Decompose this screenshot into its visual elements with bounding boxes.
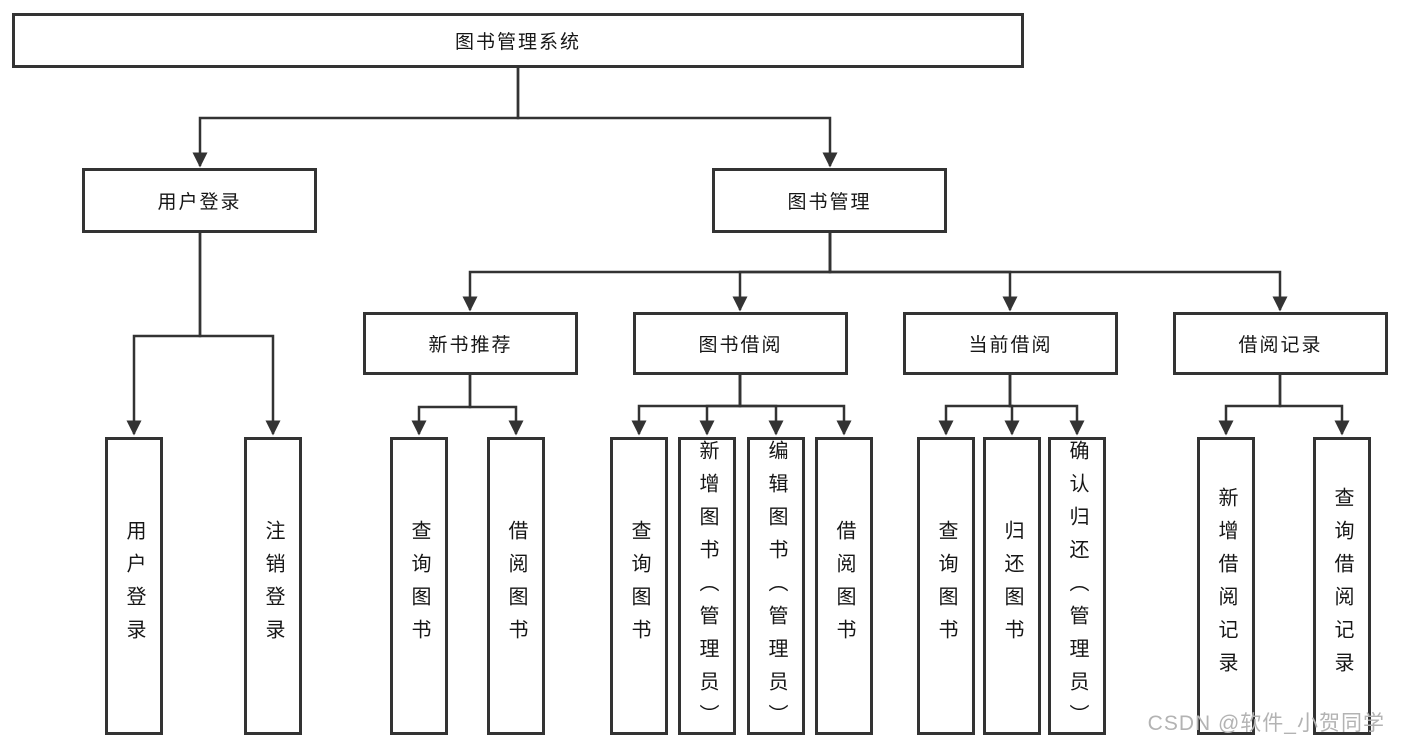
leaf-borrow-borrow: 借阅图书 xyxy=(815,437,873,735)
leaf-borrow-add: 新增图书（管理员） xyxy=(678,437,736,737)
leaf-current-return: 归还图书 xyxy=(983,437,1041,735)
leaf-borrow-query: 查询图书 xyxy=(610,437,668,735)
leaf-current-confirm-return: 确认归还（管理员） xyxy=(1048,437,1106,737)
leaf-newbooks-query-label: 查询图书 xyxy=(408,520,430,652)
leaf-records-add: 新增借阅记录 xyxy=(1197,437,1255,735)
leaf-newbooks-borrow-label: 借阅图书 xyxy=(505,520,527,652)
leaf-current-query: 查询图书 xyxy=(917,437,975,735)
node-book-management: 图书管理 xyxy=(712,168,947,233)
node-borrow-records: 借阅记录 xyxy=(1173,312,1388,375)
leaf-borrow-edit: 编辑图书（管理员） xyxy=(747,437,805,737)
leaf-borrow-add-label: 新增图书（管理员） xyxy=(696,440,718,737)
node-current-borrow: 当前借阅 xyxy=(903,312,1118,375)
leaf-newbooks-query: 查询图书 xyxy=(390,437,448,735)
leaf-borrow-borrow-label: 借阅图书 xyxy=(833,520,855,652)
leaf-records-add-label: 新增借阅记录 xyxy=(1215,487,1237,685)
leaf-borrow-edit-label: 编辑图书（管理员） xyxy=(765,440,787,737)
node-user-login: 用户登录 xyxy=(82,168,317,233)
leaf-user-login: 用户登录 xyxy=(105,437,163,735)
leaf-borrow-query-label: 查询图书 xyxy=(628,520,650,652)
leaf-current-return-label: 归还图书 xyxy=(1001,520,1023,652)
csdn-watermark: CSDN @软件_小贺同学 xyxy=(1147,712,1385,735)
leaf-current-query-label: 查询图书 xyxy=(935,520,957,652)
leaf-current-confirm-return-label: 确认归还（管理员） xyxy=(1066,440,1088,737)
leaf-newbooks-borrow: 借阅图书 xyxy=(487,437,545,735)
node-new-book-recommend: 新书推荐 xyxy=(363,312,578,375)
node-root: 图书管理系统 xyxy=(12,13,1024,68)
leaf-records-query: 查询借阅记录 xyxy=(1313,437,1371,735)
node-book-borrow: 图书借阅 xyxy=(633,312,848,375)
leaf-user-login-label: 用户登录 xyxy=(123,520,145,652)
leaf-logout: 注销登录 xyxy=(244,437,302,735)
leaf-records-query-label: 查询借阅记录 xyxy=(1331,487,1353,685)
leaf-logout-label: 注销登录 xyxy=(262,520,284,652)
